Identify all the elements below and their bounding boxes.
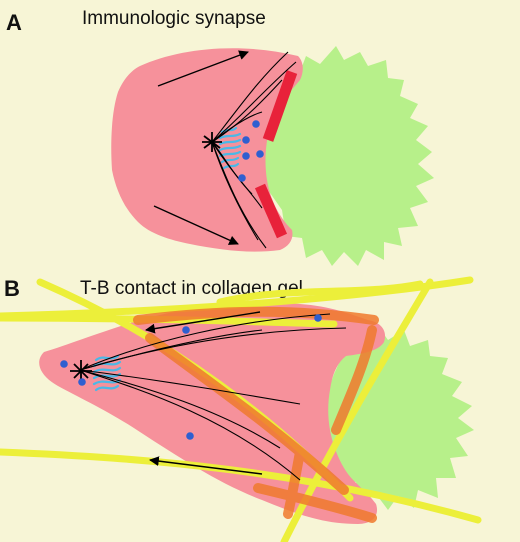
arrow-icon	[153, 205, 239, 245]
vesicles-b	[60, 314, 322, 440]
arrow-icon	[145, 311, 261, 334]
t-cell-a	[111, 48, 303, 252]
panel-a: A Immunologic synapse	[6, 8, 434, 266]
collagen-overlap	[133, 306, 379, 523]
vesicle-dot-icon	[78, 378, 86, 386]
arrow-icon	[149, 456, 263, 475]
mtoc-star-icon	[202, 132, 222, 152]
microtubules-b	[79, 313, 347, 481]
vesicle-dot-icon	[314, 314, 322, 322]
vesicle-dot-icon	[256, 150, 264, 158]
microtubules-a	[211, 51, 297, 249]
vesicle-dot-icon	[238, 174, 246, 182]
synapse-bar-upper	[262, 70, 298, 142]
vesicles-a	[238, 120, 264, 182]
vesicle-dot-icon	[242, 152, 250, 160]
b-cell-a	[262, 46, 434, 266]
vesicle-dot-icon	[252, 120, 260, 128]
panel-b: B T-B contact in collagen gel	[0, 276, 482, 542]
panel-a-title: Immunologic synapse	[82, 8, 266, 29]
panel-a-letter: A	[6, 10, 22, 35]
vesicle-dot-icon	[242, 136, 250, 144]
synapse-bar-lower	[254, 183, 288, 239]
mtoc-star-icon	[70, 360, 92, 382]
vesicle-dot-icon	[186, 432, 194, 440]
vesicle-dot-icon	[60, 360, 68, 368]
vesicle-dot-icon	[182, 326, 190, 334]
panel-b-letter: B	[4, 276, 20, 301]
arrow-icon	[157, 50, 249, 87]
